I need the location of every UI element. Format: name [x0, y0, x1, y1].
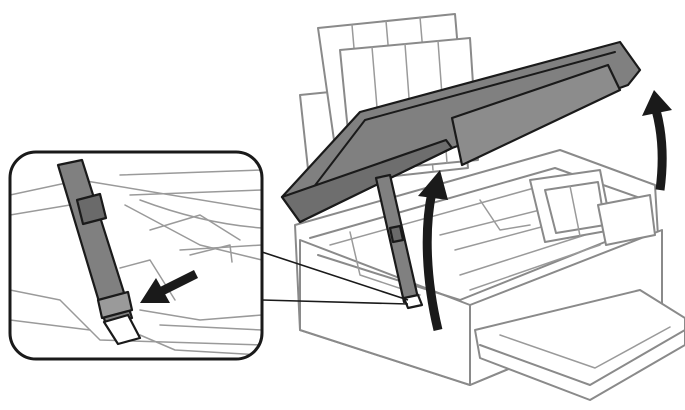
arrow-up-curved-icon	[642, 90, 672, 190]
detail-inset	[10, 152, 262, 359]
